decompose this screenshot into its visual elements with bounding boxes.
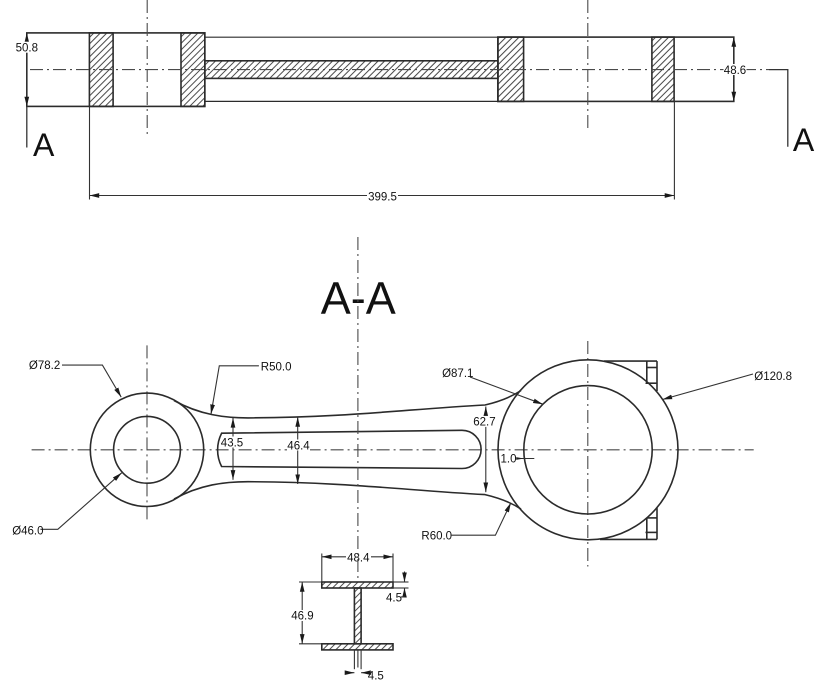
svg-text:R60.0: R60.0 [421,531,452,543]
svg-text:62.7: 62.7 [473,417,495,429]
svg-text:Ø87.1: Ø87.1 [442,368,473,380]
svg-text:46.4: 46.4 [287,440,310,452]
svg-text:48.4: 48.4 [347,553,370,565]
svg-text:46.9: 46.9 [291,611,313,623]
svg-text:A: A [33,127,55,163]
svg-text:4.5: 4.5 [368,671,384,683]
svg-text:R50.0: R50.0 [261,362,292,374]
svg-text:A: A [793,122,815,158]
svg-text:Ø46.0: Ø46.0 [12,526,43,538]
svg-text:48.6: 48.6 [724,65,746,77]
svg-text:43.5: 43.5 [221,437,243,449]
svg-text:50.8: 50.8 [16,43,38,55]
svg-text:4.5: 4.5 [386,592,402,604]
svg-text:1.0: 1.0 [501,453,517,465]
svg-text:Ø120.8: Ø120.8 [754,371,792,383]
svg-text:Ø78.2: Ø78.2 [29,360,60,372]
svg-text:399.5: 399.5 [368,191,397,203]
